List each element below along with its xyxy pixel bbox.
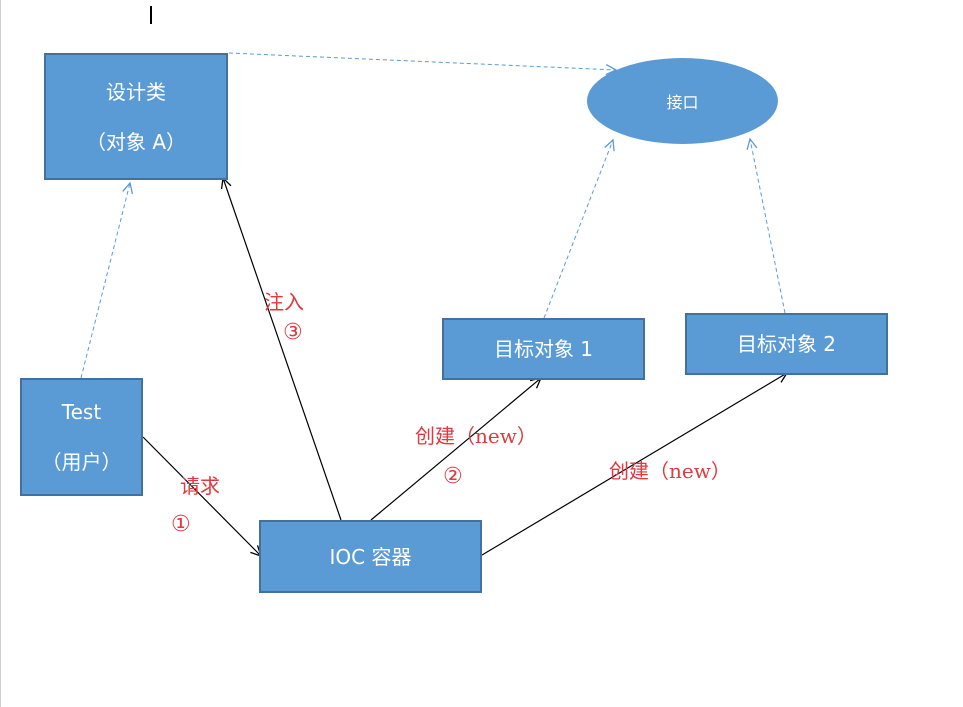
inject-label: 注入 xyxy=(264,290,304,314)
arrow-inject xyxy=(223,178,342,521)
dashed-arrow-test-to-design xyxy=(80,183,130,379)
design-class-subtitle: （对象 A） xyxy=(85,129,187,154)
arrow-create-target1 xyxy=(370,378,541,521)
target-object-1-label: 目标对象 1 xyxy=(493,337,594,361)
text-cursor xyxy=(150,6,152,24)
dashed-arrow-target1-to-interface xyxy=(543,140,613,319)
ioc-container-label: IOC 容器 xyxy=(329,544,412,569)
create-target2-label: 创建（new） xyxy=(609,459,731,483)
target-object-1-box[interactable]: 目标对象 1 xyxy=(442,318,645,380)
design-class-title: 设计类 xyxy=(106,79,166,104)
create-target1-label: 创建（new） xyxy=(415,424,537,448)
test-user-box[interactable]: Test （用户） xyxy=(20,378,143,496)
step-3-marker: ③ xyxy=(283,320,303,345)
step-2-marker: ② xyxy=(443,464,463,489)
dashed-arrow-target2-to-interface xyxy=(750,139,786,314)
dashed-arrow-design-to-interface xyxy=(228,52,616,70)
ioc-container-box[interactable]: IOC 容器 xyxy=(259,520,482,593)
interface-label: 接口 xyxy=(666,93,699,112)
arrow-create-target2 xyxy=(481,373,787,556)
interface-ellipse[interactable]: 接口 xyxy=(587,58,778,144)
test-user-title: Test xyxy=(61,400,102,424)
request-label: 请求 xyxy=(180,474,220,498)
test-user-subtitle: （用户） xyxy=(41,450,122,474)
design-class-box[interactable]: 设计类 （对象 A） xyxy=(44,53,228,180)
page-left-border xyxy=(0,0,1,707)
arrow-request xyxy=(142,436,261,556)
target-object-2-box[interactable]: 目标对象 2 xyxy=(685,313,888,375)
target-object-2-label: 目标对象 2 xyxy=(736,332,837,356)
step-1-marker: ① xyxy=(171,512,191,537)
